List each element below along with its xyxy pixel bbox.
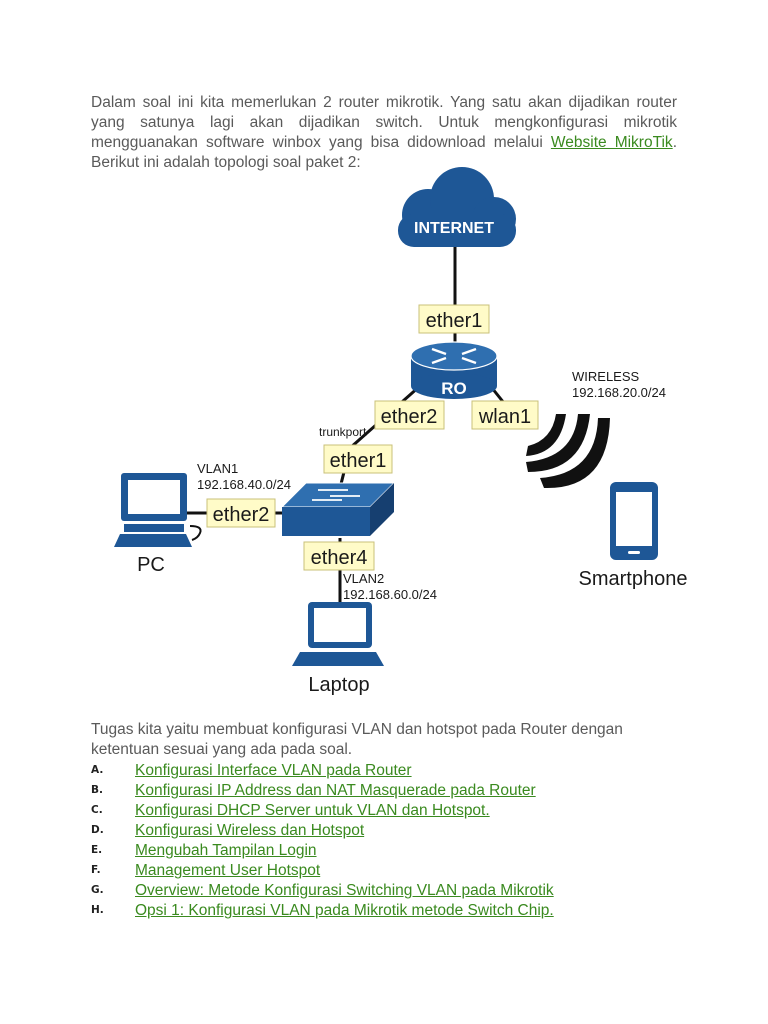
task-link-wireless-hotspot[interactable]: Konfigurasi Wireless dan Hotspot — [135, 822, 365, 839]
smartphone-label: Smartphone — [579, 568, 688, 590]
laptop-icon — [292, 602, 384, 666]
task-letter: G. — [91, 884, 104, 896]
task-letter: A. — [91, 764, 104, 776]
vlan1-subnet: 192.168.40.0/24 — [197, 477, 291, 492]
router-ether2-tag — [374, 400, 445, 430]
task-link-interface-vlan[interactable]: Konfigurasi Interface VLAN pada Router — [135, 762, 412, 779]
wireless-subnet: 192.168.20.0/24 — [572, 385, 666, 400]
task-link-user-hotspot[interactable]: Management User Hotspot — [135, 862, 321, 879]
task-letter: H. — [91, 904, 104, 916]
task-letter: C. — [91, 804, 103, 816]
switch-ether1-label: ether1 — [330, 450, 387, 472]
port-tags: ether1 ether2 wlan1 ether1 ether2 ether4 — [206, 304, 539, 571]
pc-label: PC — [137, 554, 165, 576]
task-letter: D. — [91, 824, 104, 836]
router-wlan1-tag — [471, 400, 539, 430]
pc-icon — [114, 473, 202, 547]
internet-cloud-icon — [398, 167, 516, 247]
task-link-switch-chip[interactable]: Opsi 1: Konfigurasi VLAN pada Mikrotik m… — [135, 902, 554, 919]
vlan2-title: VLAN2 — [343, 571, 384, 586]
intro-paragraph: Dalam soal ini kita memerlukan 2 router … — [91, 93, 677, 173]
router-ether1-tag — [418, 304, 490, 334]
router-ether2-label: ether2 — [381, 406, 438, 428]
router-label: RO — [441, 379, 467, 398]
task-letter: F. — [91, 864, 101, 876]
switch-ether4-tag — [303, 541, 375, 571]
vlan2-subnet: 192.168.60.0/24 — [343, 587, 437, 602]
trunkport-label: trunkport — [319, 425, 367, 439]
intro-text-before: Dalam soal ini kita memerlukan 2 router … — [91, 94, 677, 151]
switch-ether4-label: ether4 — [311, 547, 368, 569]
vlan1-title: VLAN1 — [197, 461, 238, 476]
tasks-intro-paragraph: Tugas kita yaitu membuat konfigurasi VLA… — [91, 721, 623, 758]
router-ether1-label: ether1 — [426, 310, 483, 332]
router-icon — [410, 341, 498, 399]
switch-ether2-tag — [206, 498, 276, 528]
switch-icon — [280, 482, 396, 536]
laptop-label: Laptop — [308, 674, 369, 696]
internet-label: INTERNET — [414, 220, 494, 237]
switch-ether2-label: ether2 — [213, 504, 270, 526]
task-letter: B. — [91, 784, 103, 796]
task-link-switching-overview[interactable]: Overview: Metode Konfigurasi Switching V… — [135, 882, 554, 899]
website-mikrotik-link[interactable]: Website MikroTik — [550, 134, 673, 151]
wireless-title: WIRELESS — [572, 369, 640, 384]
router-wlan1-label: wlan1 — [478, 406, 531, 428]
task-link-dhcp[interactable]: Konfigurasi DHCP Server untuk VLAN dan H… — [135, 802, 490, 819]
task-link-login-page[interactable]: Mengubah Tampilan Login — [135, 842, 317, 859]
smartphone-icon — [610, 482, 658, 560]
wireless-signal-icon — [526, 414, 610, 489]
switch-ether1-tag — [323, 444, 393, 474]
task-link-ip-nat[interactable]: Konfigurasi IP Address dan NAT Masquerad… — [135, 782, 536, 799]
task-letter: E. — [91, 844, 103, 856]
intro-text-after: . Berikut ini adalah topologi soal paket… — [91, 134, 677, 171]
